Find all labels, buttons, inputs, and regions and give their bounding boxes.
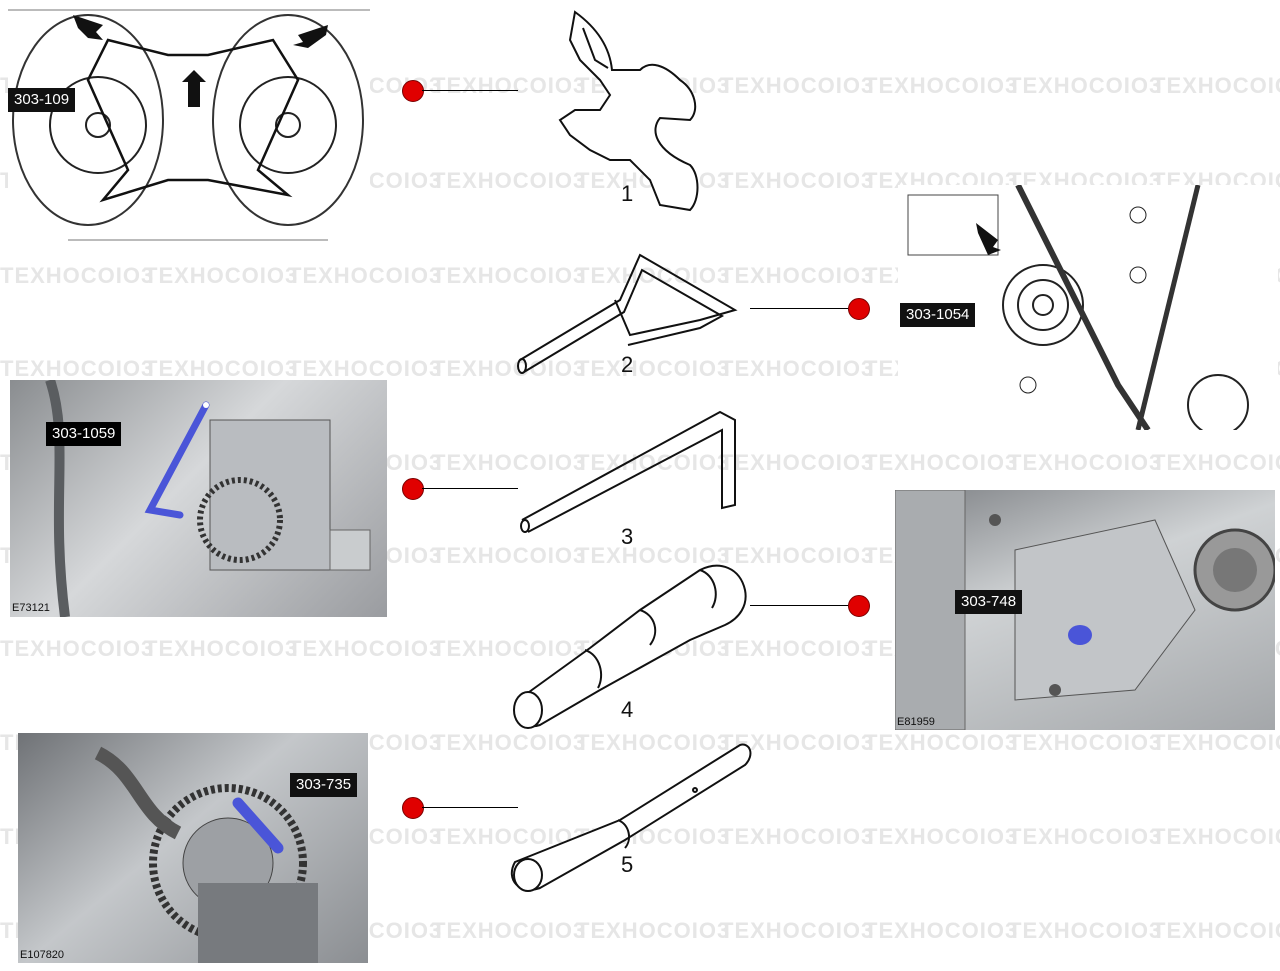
tool-label-1: 303-109 (8, 88, 76, 112)
watermark-text: TEXHOCOIO3 (0, 636, 155, 661)
watermark-text: TEXHOCOIO3 (1008, 824, 1163, 849)
tool-2-drawing (517, 253, 738, 374)
tool-number-2: 2 (621, 352, 634, 377)
tool-number-3: 3 (621, 524, 634, 549)
watermark-text: TEXHOCOIO3 (144, 636, 299, 661)
watermark-text: TEXHOCOIO3 (864, 730, 1019, 755)
watermark-text: TEXHOCOIO3 (288, 356, 443, 381)
watermark-text: TEXHOCOIO3 (432, 73, 587, 98)
watermark-text: TEXHOCOIO3 (432, 730, 587, 755)
figure-303-735: 303-735 E107820 (18, 733, 368, 963)
watermark-text: TEXHOCOIO3 (432, 168, 587, 193)
watermark-text: TEXHOCOIO3 (864, 450, 1019, 475)
leader-line-3 (422, 488, 518, 489)
figure-code-3: E73121 (12, 602, 50, 614)
marker-dot-1 (402, 80, 424, 102)
watermark-text: TEXHOCOIO3 (1008, 73, 1163, 98)
tool-label-5: 303-735 (290, 773, 358, 797)
watermark-text: TEXHOCOIO3 (720, 450, 875, 475)
watermark-text: TEXHOCOIO3 (720, 73, 875, 98)
watermark-text: TEXHOCOIO3 (0, 356, 155, 381)
figure-303-1059: 303-1059 E73121 (10, 380, 387, 617)
leader-line-2 (750, 308, 848, 309)
watermark-text: TEXHOCOIO3 (1008, 730, 1163, 755)
watermark-text: TEXHOCOIO3 (720, 636, 875, 661)
figure-code-4: E81959 (897, 716, 935, 728)
watermark-text: TEXHOCOIO3 (144, 356, 299, 381)
watermark-text: TEXHOCOIO3 (432, 263, 587, 288)
watermark-text: TEXHOCOIO3 (1152, 730, 1280, 755)
watermark-text: TEXHOCOIO3 (432, 356, 587, 381)
watermark-text: TEXHOCOIO3 (1152, 824, 1280, 849)
watermark-text: TEXHOCOIO3 (432, 918, 587, 943)
watermark-text: TEXHOCOIO3 (576, 543, 731, 568)
figure-303-748: 303-748 E81959 (895, 490, 1275, 730)
figure-303-1054: 303-1054 (898, 185, 1278, 430)
tool-4-drawing (513, 564, 747, 729)
watermark-text: TEXHOCOIO3 (1152, 73, 1280, 98)
marker-dot-3 (402, 478, 424, 500)
leader-line-5 (422, 807, 518, 808)
watermark-text: TEXHOCOIO3 (720, 918, 875, 943)
watermark-text: TEXHOCOIO3 (720, 263, 875, 288)
tool-number-5: 5 (621, 852, 634, 877)
watermark-text: TEXHOCOIO3 (864, 73, 1019, 98)
leader-line-1 (422, 90, 518, 91)
watermark-text: TEXHOCOIO3 (1152, 450, 1280, 475)
tool-label-4: 303-748 (955, 590, 1023, 614)
watermark-text: TEXHOCOIO3 (0, 263, 155, 288)
watermark-text: TEXHOCOIO3 (1152, 918, 1280, 943)
marker-dot-5 (402, 797, 424, 819)
watermark-text: TEXHOCOIO3 (720, 543, 875, 568)
watermark-text: TEXHOCOIO3 (864, 824, 1019, 849)
watermark-text: TEXHOCOIO3 (432, 543, 587, 568)
watermark-text: TEXHOCOIO3 (720, 824, 875, 849)
watermark-text: TEXHOCOIO3 (288, 636, 443, 661)
leader-line-4 (750, 605, 848, 606)
watermark-text: TEXHOCOIO3 (1008, 450, 1163, 475)
figure-303-109: 303-109 (8, 0, 370, 245)
watermark-text: TEXHOCOIO3 (576, 730, 731, 755)
tool-label-2: 303-1054 (900, 303, 976, 327)
marker-dot-2 (848, 298, 870, 320)
watermark-text: TEXHOCOIO3 (1008, 918, 1163, 943)
marker-dot-4 (848, 595, 870, 617)
watermark-text: TEXHOCOIO3 (432, 636, 587, 661)
watermark-text: TEXHOCOIO3 (432, 450, 587, 475)
watermark-text: TEXHOCOIO3 (864, 918, 1019, 943)
watermark-text: TEXHOCOIO3 (576, 918, 731, 943)
watermark-text: TEXHOCOIO3 (576, 356, 731, 381)
watermark-text: TEXHOCOIO3 (720, 356, 875, 381)
watermark-text: TEXHOCOIO3 (720, 168, 875, 193)
tool-number-4: 4 (621, 697, 634, 722)
figure-code-5: E107820 (20, 949, 65, 961)
tool-3-drawing (520, 410, 736, 533)
watermark-text: TEXHOCOIO3 (288, 263, 443, 288)
tool-number-1: 1 (621, 181, 634, 206)
watermark-text: TEXHOCOIO3 (576, 450, 731, 475)
watermark-text: TEXHOCOIO3 (144, 263, 299, 288)
tool-1-drawing (558, 10, 699, 212)
tool-label-3: 303-1059 (46, 422, 122, 446)
tool-5-drawing (510, 743, 752, 892)
